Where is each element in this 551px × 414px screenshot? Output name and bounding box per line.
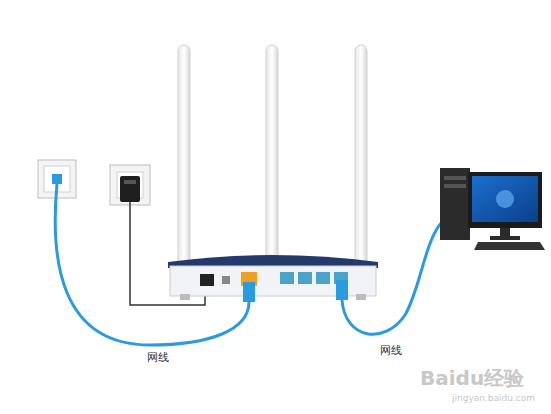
watermark: Baidu经验 <box>420 365 524 392</box>
computer <box>440 168 545 250</box>
cable-label: 网线 <box>378 343 404 358</box>
watermark: jingyan.baidu.com <box>452 393 535 403</box>
rj45-plug <box>336 280 348 300</box>
router <box>168 255 378 300</box>
rj45-plug <box>243 282 255 302</box>
network-cable <box>55 184 249 345</box>
power-socket <box>110 165 150 205</box>
cable-label: 网线 <box>145 350 171 365</box>
network-cable <box>342 222 442 334</box>
